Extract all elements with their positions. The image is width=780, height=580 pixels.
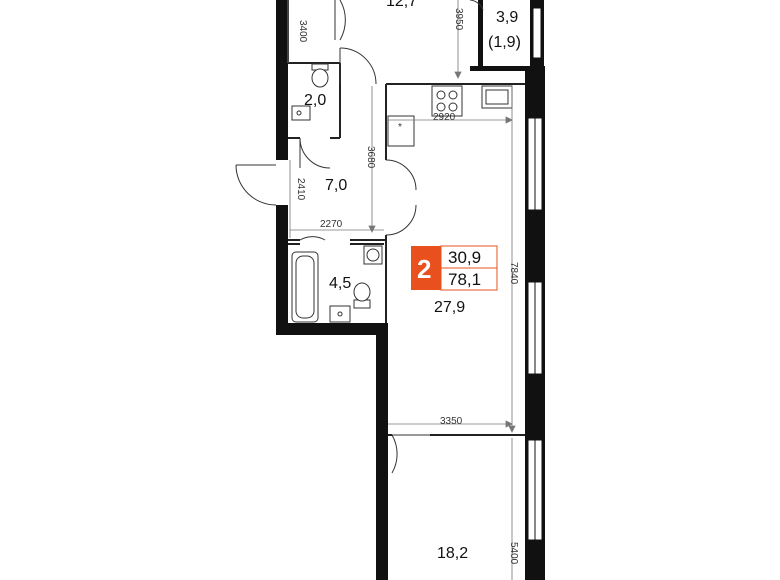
living-area: 30,9 [448,248,481,267]
dimension-lines [287,0,516,580]
dim-7840: 7840 [508,262,519,285]
doors [235,0,484,474]
wall-balcony-bottom [470,66,545,71]
dim-2270: 2270 [320,219,343,230]
wall-living-left [376,323,388,580]
riser-mark: * [398,122,402,133]
door-bath [299,236,326,241]
wc-toilet-bowl [311,68,329,88]
dim-2410: 2410 [295,178,306,201]
dim-3400: 3400 [297,20,308,43]
wall-bath-bottom [276,323,386,335]
room-area-top: 12,7 [386,0,417,10]
wall-left-upper [276,0,288,160]
wall-balcony-left [478,0,483,70]
door-bedroom [391,434,398,474]
wall-left-lower [276,205,288,335]
room-labels: 12,7 3,9 (1,9) 2,0 7,0 4,5 27,9 18,2 [304,0,521,562]
windows [527,7,543,541]
total-area: 78,1 [448,270,481,289]
bedroom-area: 18,2 [437,545,468,562]
rooms-count: 2 [417,254,431,284]
rooms-count-box [411,246,441,290]
door-top-room [339,0,346,41]
wc-sink-drain [296,110,302,116]
living-kitchen-area: 27,9 [434,299,465,316]
door-balcony [469,0,484,11]
door-kitchen-top [385,159,417,191]
riser-box [387,115,415,147]
stove-icon [431,85,463,117]
dim-3950: 3950 [453,8,464,31]
balcony-area-reduced: (1,9) [488,34,521,51]
dim-2920: 2920 [433,112,456,123]
door-wc-hall [299,137,331,169]
dim-3350: 3350 [440,416,463,427]
door-kitchen-bottom [385,204,417,236]
bath-toilet-bowl [353,282,371,302]
fixtures: * [291,63,513,323]
window-balcony [532,7,542,59]
dimension-labels: 3400 3950 2920 3680 2410 2270 7840 3350 … [295,8,519,565]
dim-5400: 5400 [508,542,519,565]
balcony-area: 3,9 [496,9,518,26]
dim-3680: 3680 [365,146,376,169]
door-entrance [235,164,277,206]
apartment-badge: 2 30,9 78,1 [411,245,498,291]
hall-area: 7,0 [325,177,347,194]
door-wc [339,47,377,85]
wc-area: 2,0 [304,92,326,109]
bathroom-area: 4,5 [329,275,351,292]
